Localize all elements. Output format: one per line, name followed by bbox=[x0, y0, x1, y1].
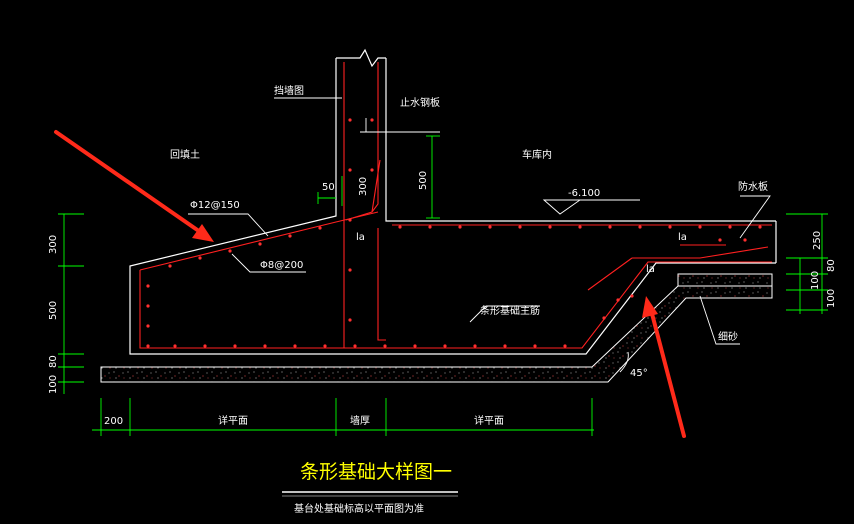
red-arrow-2-head bbox=[642, 296, 658, 318]
dim-left-500: 500 bbox=[48, 301, 59, 320]
labels: 挡墙图 止水钢板 回填土 车库内 防水板 Φ12@150 Φ8@200 -6.1… bbox=[170, 84, 768, 379]
red-arrow-2 bbox=[648, 304, 686, 438]
label-la-slope: la bbox=[646, 264, 655, 275]
foundation-outline bbox=[129, 48, 777, 355]
dimension-texts: 50 300 500 300 500 80 100 250 80 100 100… bbox=[48, 171, 837, 427]
rebar-dots bbox=[146, 118, 762, 348]
dim-left-80: 80 bbox=[48, 355, 59, 368]
dim-right-100b: 100 bbox=[826, 289, 837, 308]
label-la-wall: la bbox=[356, 232, 365, 243]
label-waterproof-board: 防水板 bbox=[738, 180, 768, 193]
dim-right-100a: 100 bbox=[810, 271, 821, 290]
angle-arc bbox=[619, 351, 629, 373]
dimension-lines bbox=[58, 135, 828, 436]
label-angle: 45° bbox=[630, 368, 648, 379]
red-arrow-1-head bbox=[192, 224, 214, 242]
label-elevation: -6.100 bbox=[568, 188, 600, 199]
dim-bottom-plan1: 详平面 bbox=[218, 414, 248, 427]
label-main-bar: 条形基础主筋 bbox=[480, 304, 540, 317]
title-block: 条形基础大样图一 基台处基础标高以平面图为准 bbox=[282, 461, 458, 515]
label-water-stop: 止水钢板 bbox=[400, 96, 440, 109]
label-retaining-wall: 挡墙图 bbox=[274, 84, 304, 97]
leader-lines bbox=[188, 97, 771, 345]
dim-left-100: 100 bbox=[48, 375, 59, 394]
label-rebar-bottom: Φ8@200 bbox=[260, 260, 303, 271]
dim-right-80: 80 bbox=[826, 259, 837, 272]
dim-left-300: 300 bbox=[48, 235, 59, 254]
rebar-lines bbox=[139, 62, 772, 349]
dim-bottom-plan2: 详平面 bbox=[474, 414, 504, 427]
concrete-bedding bbox=[100, 273, 773, 383]
label-fine-sand: 细砂 bbox=[718, 330, 738, 343]
dim-bottom-wall: 墙厚 bbox=[350, 414, 370, 427]
dim-300-wall: 300 bbox=[358, 177, 369, 196]
label-rebar-top: Φ12@150 bbox=[190, 200, 240, 211]
drawing-note: 基台处基础标高以平面图为准 bbox=[294, 502, 424, 515]
label-garage-inside: 车库内 bbox=[522, 148, 552, 161]
red-arrow-1 bbox=[54, 130, 208, 238]
label-la-right: la bbox=[678, 232, 687, 243]
red-arrows bbox=[54, 130, 686, 438]
label-backfill: 回填土 bbox=[170, 148, 200, 161]
dim-bottom-200: 200 bbox=[104, 416, 123, 427]
dim-50: 50 bbox=[322, 182, 335, 193]
drawing-title: 条形基础大样图一 bbox=[300, 461, 452, 483]
dim-right-250: 250 bbox=[812, 231, 823, 250]
dim-500-right: 500 bbox=[418, 171, 429, 190]
